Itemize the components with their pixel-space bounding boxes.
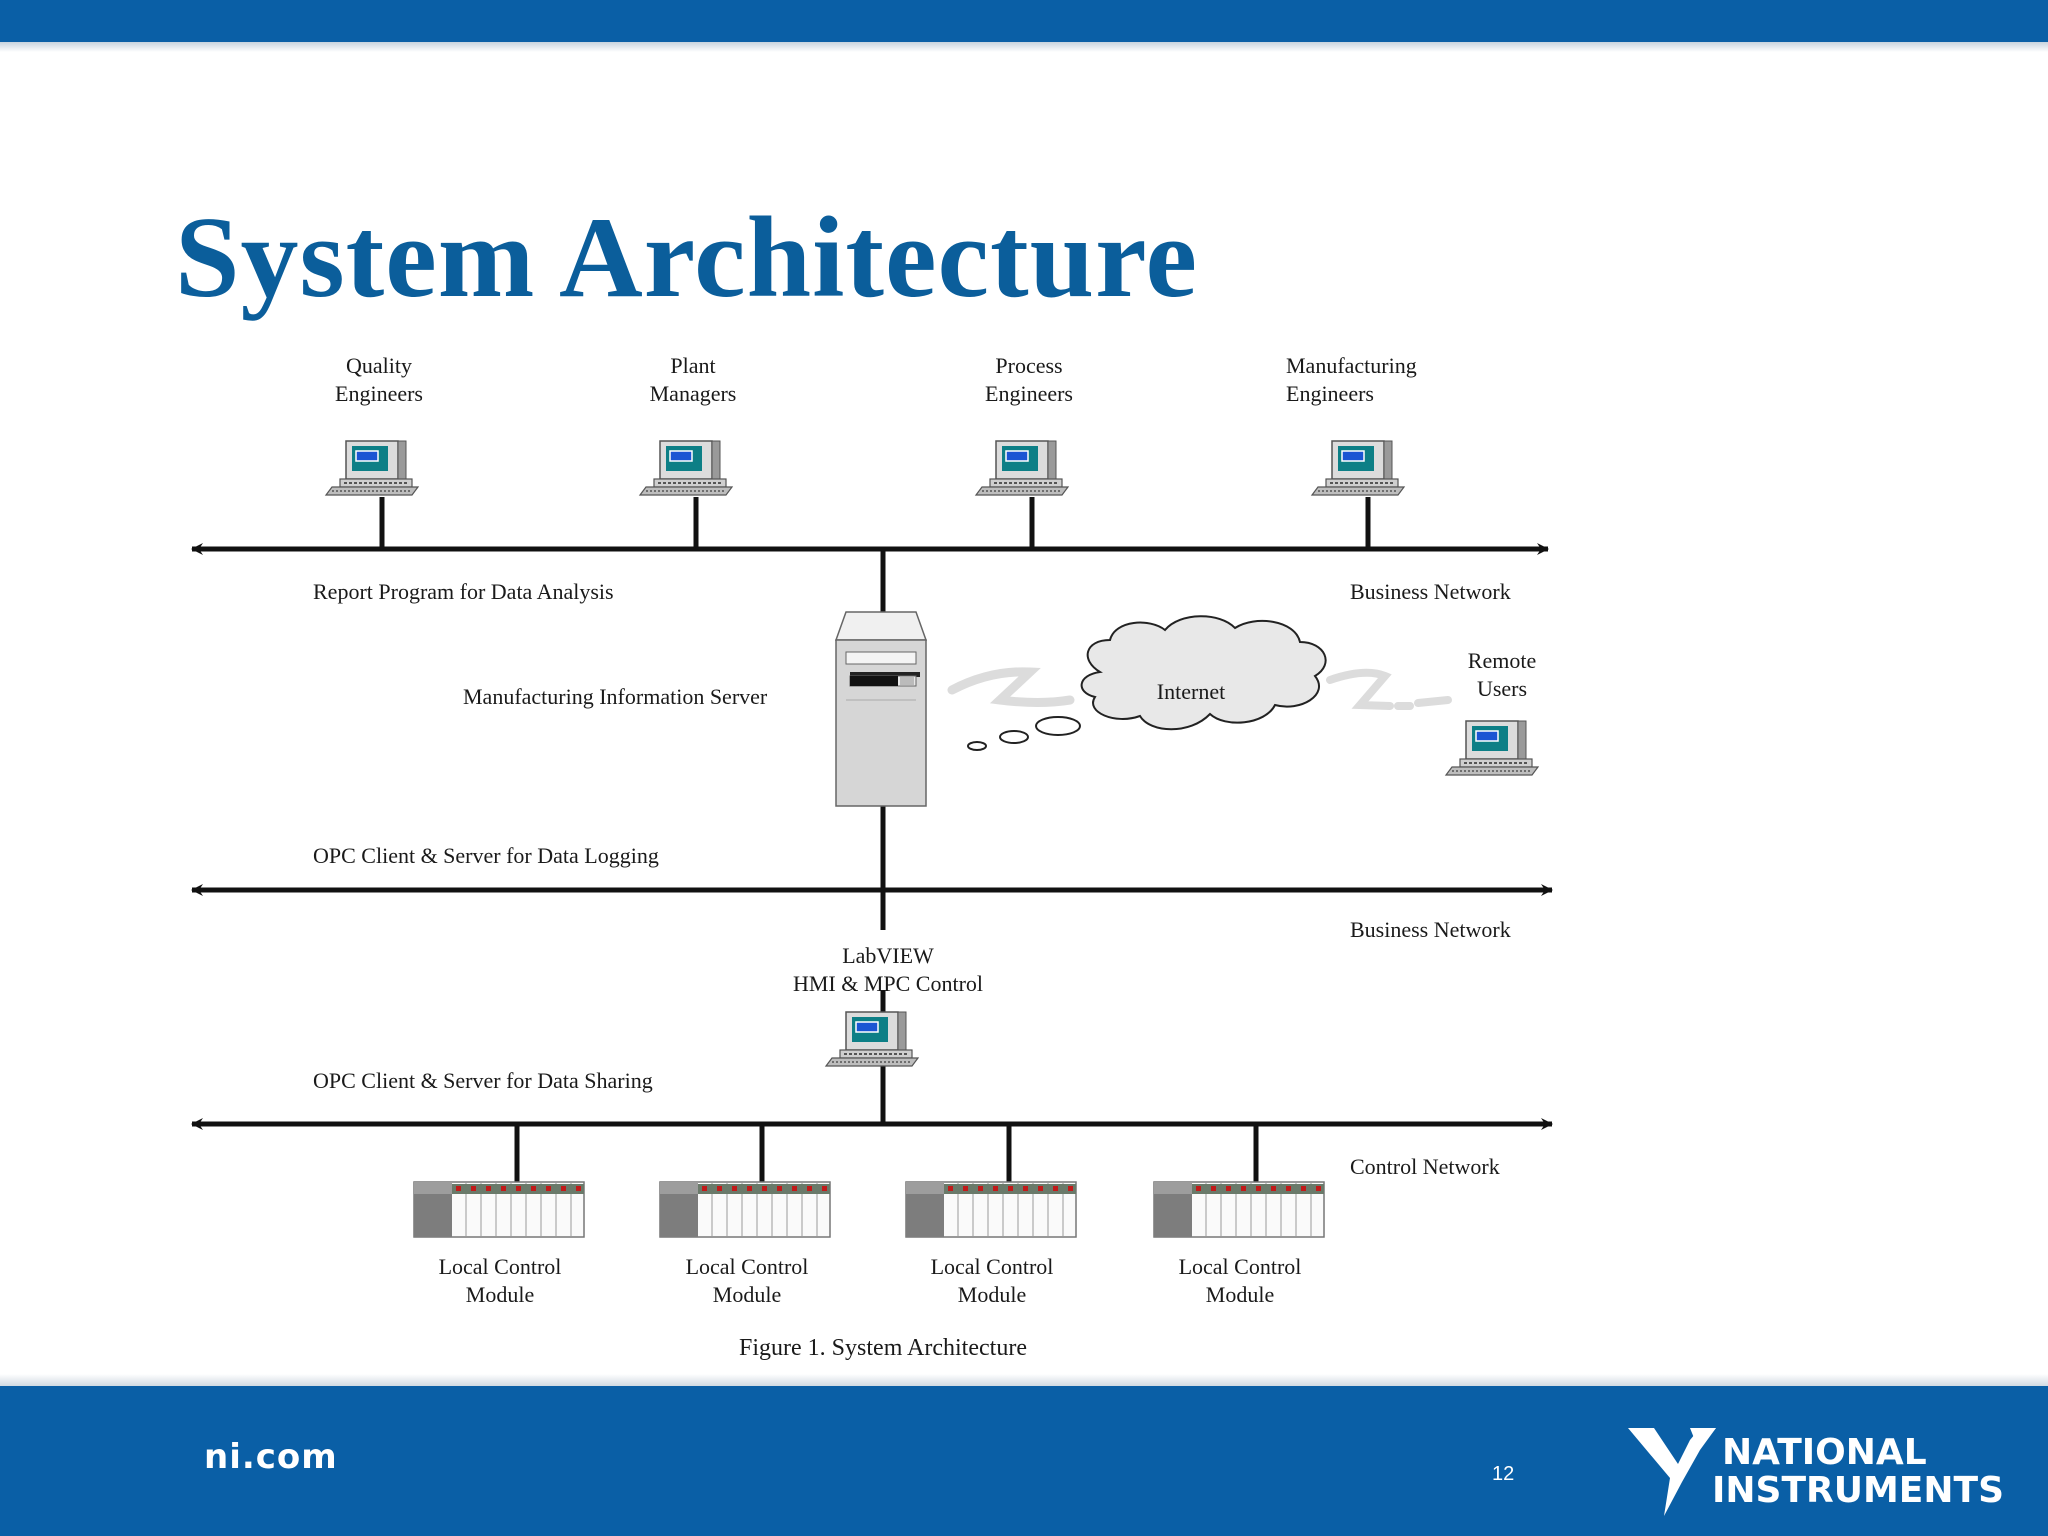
label-line: HMI & MPC Control [792, 971, 984, 996]
control-network-label: Control Network [1350, 1154, 1500, 1179]
hmi-label: LabVIEW HMI & MPC Control [793, 942, 983, 998]
label-line: Process [995, 353, 1063, 378]
local-control-module-label-1: Local Control Module [439, 1253, 562, 1309]
local-control-module-label-3: Local Control Module [931, 1253, 1054, 1309]
label-line: Module [712, 1282, 782, 1307]
data-sharing-label: OPC Client & Server for Data Sharing [313, 1068, 653, 1093]
internet-cloud-icon [1080, 615, 1327, 731]
label-line: LabVIEW [842, 943, 934, 968]
footer-banner [0, 1386, 2048, 1536]
plant-managers-computer-icon [639, 440, 733, 496]
page-number: 12 [1492, 1463, 1515, 1485]
label-line: Managers [649, 381, 737, 406]
business-network-label-middle: Business Network [1350, 917, 1511, 942]
label-line: Plant [670, 353, 716, 378]
remote-users-computer-icon [1445, 720, 1539, 776]
thought-bubble-large [1035, 716, 1081, 736]
svg-text:NATIONAL: NATIONAL [1722, 1432, 1927, 1473]
server-tower-icon [834, 611, 928, 807]
local-control-module-icon-3 [905, 1181, 1077, 1238]
plant-managers-label: Plant Managers [650, 352, 737, 408]
data-logging-label: OPC Client & Server for Data Logging [313, 843, 659, 868]
label-line: Quality [346, 353, 412, 378]
label-line: Local Control [685, 1254, 809, 1279]
label-line: Local Control [438, 1254, 562, 1279]
slide-title: System Architecture [175, 194, 1199, 322]
process-engineers-label: Process Engineers [985, 352, 1073, 408]
footer-shadow [0, 1374, 2048, 1388]
report-program-label: Report Program for Data Analysis [313, 579, 614, 604]
local-control-module-icon-1 [413, 1181, 585, 1238]
local-control-module-label-2: Local Control Module [686, 1253, 809, 1309]
label-line: Local Control [930, 1254, 1054, 1279]
label-line: Users [1476, 676, 1528, 701]
label-line: Manufacturing [1286, 353, 1417, 378]
top-banner-shadow [0, 42, 2048, 52]
label-line: Engineers [1286, 381, 1374, 406]
top-banner [0, 0, 2048, 42]
label-line: Engineers [335, 381, 423, 406]
label-line: Module [465, 1282, 535, 1307]
quality-engineers-computer-icon [325, 440, 419, 496]
thought-bubble-medium [999, 730, 1029, 744]
manufacturing-engineers-computer-icon [1311, 440, 1405, 496]
label-line: Engineers [985, 381, 1073, 406]
label-line: Module [1205, 1282, 1275, 1307]
manufacturing-engineers-label: Manufacturing Engineers [1286, 352, 1417, 408]
local-control-module-icon-4 [1153, 1181, 1325, 1238]
hmi-computer-icon [825, 1011, 919, 1067]
label-line: Local Control [1178, 1254, 1302, 1279]
server-label: Manufacturing Information Server [463, 684, 768, 709]
svg-text:INSTRUMENTS: INSTRUMENTS [1712, 1470, 2004, 1511]
figure-caption: Figure 1. System Architecture [739, 1335, 1027, 1361]
thought-bubble-small [967, 741, 987, 751]
label-line: Module [957, 1282, 1027, 1307]
remote-users-label: Remote Users [1468, 647, 1536, 703]
connection-squiggle-left [947, 667, 1075, 707]
footer-site-link[interactable]: ni.com [204, 1437, 338, 1477]
internet-label: Internet [1156, 679, 1226, 704]
local-control-module-icon-2 [659, 1181, 831, 1238]
business-network-label-top: Business Network [1350, 579, 1511, 604]
label-line: Remote [1467, 648, 1537, 673]
process-engineers-computer-icon [975, 440, 1069, 496]
local-control-module-label-4: Local Control Module [1179, 1253, 1302, 1309]
connection-squiggle-right [1326, 668, 1452, 710]
quality-engineers-label: Quality Engineers [335, 352, 423, 408]
national-instruments-logo: NATIONAL INSTRUMENTS [1628, 1428, 2004, 1516]
